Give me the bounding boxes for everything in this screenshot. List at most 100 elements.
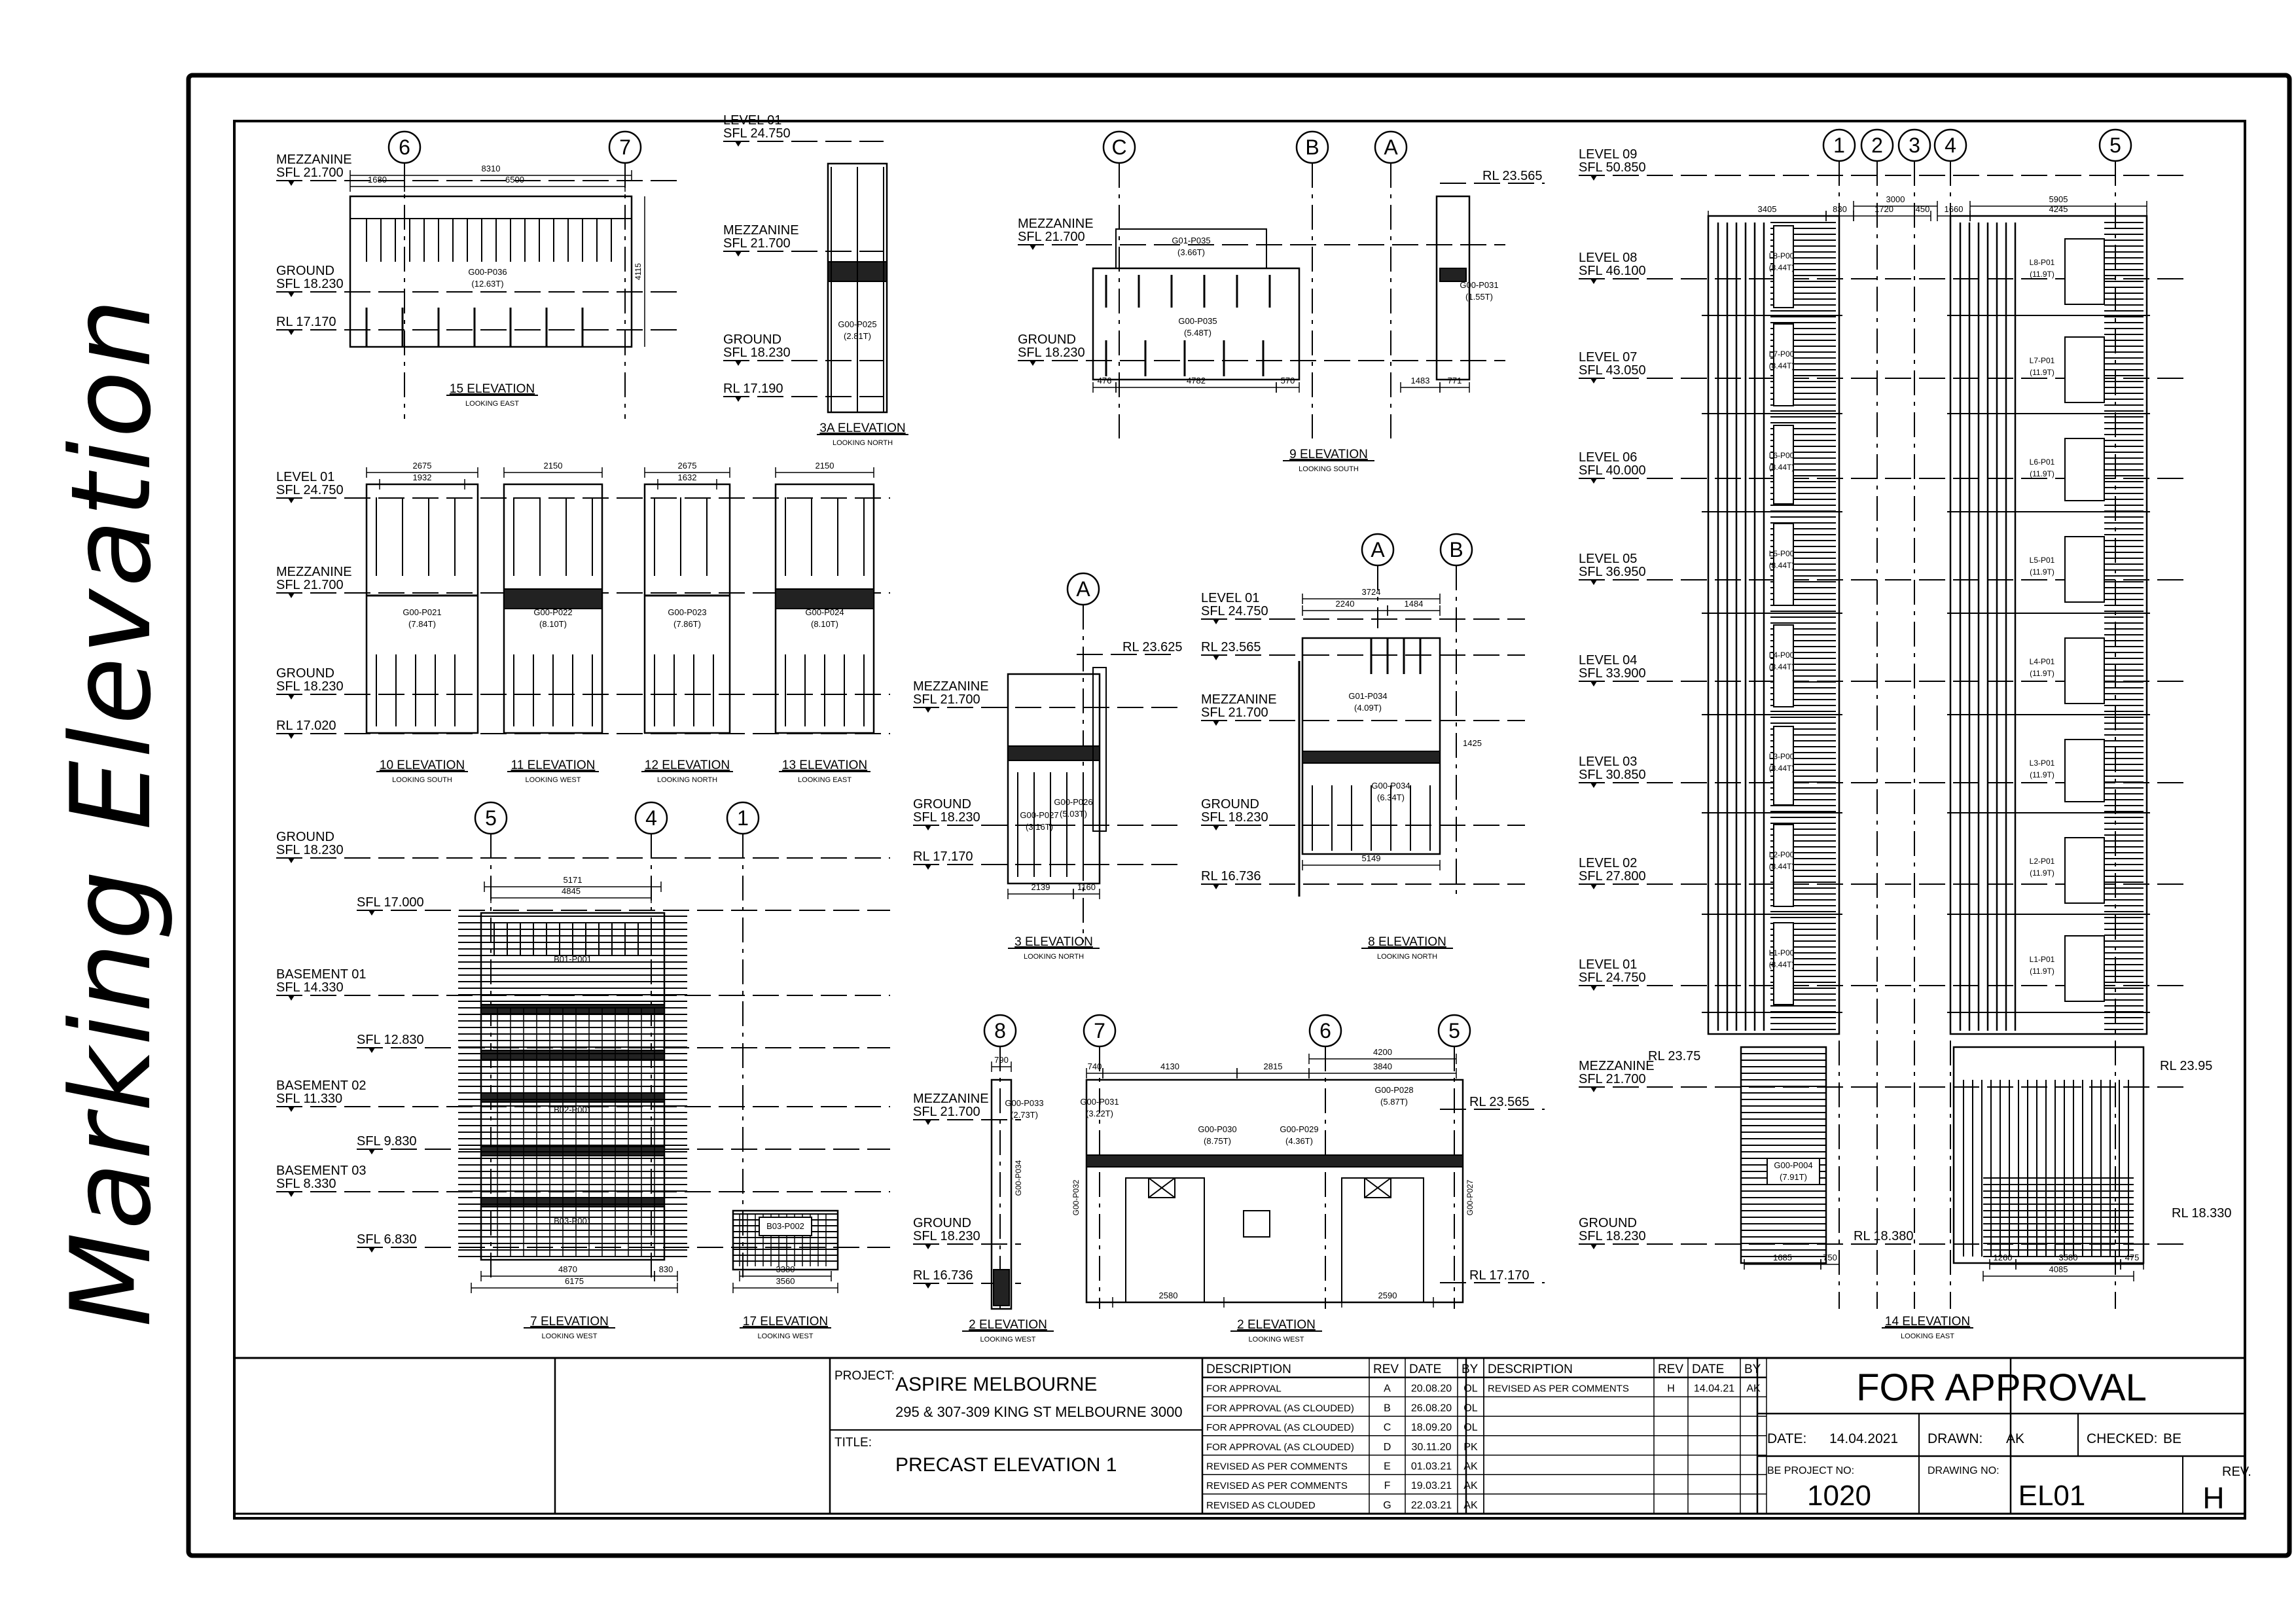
level-sfl: SFL 18.230 bbox=[913, 810, 980, 825]
label-mask bbox=[1773, 323, 1794, 406]
drawn-value: AK bbox=[2006, 1431, 2024, 1446]
grid-label: A bbox=[1371, 538, 1385, 562]
grid-label: 7 bbox=[619, 135, 631, 159]
rev-left-cell: 22.03.21 bbox=[1411, 1500, 1452, 1511]
rev-left-cell: G bbox=[1383, 1500, 1391, 1511]
level-name: GROUND bbox=[276, 830, 334, 844]
panel-cap bbox=[350, 196, 632, 219]
view-title-text: 12 ELEVATION bbox=[645, 758, 730, 772]
rl-label: RL 17.170 bbox=[1469, 1268, 1530, 1283]
level-sfl: RL 16.736 bbox=[1201, 869, 1261, 883]
level-triangle bbox=[288, 858, 295, 863]
view-title-text: 3 ELEVATION bbox=[1014, 935, 1093, 949]
dim-label: 2590 bbox=[1378, 1291, 1397, 1300]
grid-label: 5 bbox=[2109, 134, 2121, 157]
grid-bubble: 7 bbox=[1083, 1014, 1117, 1309]
panel-mark: G00-P031 bbox=[1080, 1097, 1119, 1107]
rev-left-header: BY bbox=[1462, 1363, 1479, 1376]
dim-label: 1720 bbox=[1874, 204, 1893, 214]
panel-weight: (12.63T) bbox=[471, 279, 503, 289]
grid-label: 4 bbox=[645, 806, 657, 830]
opening bbox=[1125, 1177, 1205, 1303]
panel-mark: L1-P00 bbox=[1769, 948, 1795, 957]
dim-label: 3000 bbox=[1886, 194, 1905, 204]
rev-left-cell: F bbox=[1384, 1480, 1391, 1491]
label-mask bbox=[1773, 523, 1794, 606]
level-name: MEZZANINE bbox=[913, 679, 989, 694]
level-marker: RL 17.020 bbox=[276, 719, 890, 739]
rev-left-cell: AK bbox=[1463, 1500, 1478, 1511]
dim-label: 3560 bbox=[776, 1276, 795, 1286]
level-triangle bbox=[925, 865, 931, 870]
level-sfl: SFL 18.230 bbox=[723, 346, 791, 360]
level-sfl: SFL 30.850 bbox=[1579, 768, 1646, 782]
grid-label: 4 bbox=[1945, 134, 1956, 157]
panel-base bbox=[993, 1269, 1010, 1306]
level-sfl: SFL 33.900 bbox=[1579, 666, 1646, 681]
grid-label: 1 bbox=[1833, 134, 1845, 157]
rev-right-header: REV bbox=[1658, 1363, 1683, 1376]
panel-mark: G00-P021 bbox=[403, 607, 441, 617]
panel-weight: (8.75T) bbox=[1204, 1136, 1231, 1146]
level-name: LEVEL 07 bbox=[1579, 350, 1637, 365]
label-mask bbox=[759, 1217, 812, 1236]
dim-label: 1483 bbox=[1411, 376, 1430, 385]
panel-mark: G00-P031 bbox=[1460, 280, 1498, 290]
level-triangle bbox=[288, 292, 295, 297]
panel-weight: (8.10T) bbox=[539, 619, 567, 629]
panel-outline bbox=[1092, 267, 1300, 381]
panel-weight: (8.44T) bbox=[1769, 361, 1795, 370]
level-triangle bbox=[1590, 681, 1597, 687]
panel-weight: (5.87T) bbox=[1380, 1097, 1408, 1107]
dim-label: 1660 bbox=[1945, 204, 1964, 214]
opening bbox=[2064, 536, 2105, 603]
level-sfl: SFL 18.230 bbox=[276, 679, 344, 694]
dim-label: 830 bbox=[1833, 204, 1847, 214]
rev-left-cell: 26.08.20 bbox=[1411, 1402, 1452, 1414]
panel-weight: (8.44T) bbox=[1769, 561, 1795, 570]
level-sfl: SFL 18.230 bbox=[1579, 1229, 1646, 1243]
panel-mark: G00-P029 bbox=[1280, 1124, 1318, 1134]
level-name: BASEMENT 01 bbox=[276, 967, 366, 982]
dim-label: 2580 bbox=[1159, 1291, 1178, 1300]
level-triangle bbox=[925, 707, 931, 713]
rev-left-cell: E bbox=[1384, 1461, 1391, 1472]
panel-weight: (7.91T) bbox=[1780, 1172, 1807, 1182]
dim-label: 3580 bbox=[2059, 1253, 2078, 1262]
level-name: BASEMENT 03 bbox=[276, 1164, 366, 1178]
project-no-value: 1020 bbox=[1807, 1480, 1871, 1512]
panel-mark: L6-P01 bbox=[2030, 457, 2055, 467]
rev-left-cell: PK bbox=[1463, 1442, 1478, 1453]
level-triangle bbox=[1213, 721, 1219, 726]
grid-label: 6 bbox=[399, 135, 410, 159]
rev-left-cell: OL bbox=[1463, 1422, 1477, 1433]
rev-right-cell: H bbox=[1667, 1383, 1675, 1395]
dim-label: 4130 bbox=[1160, 1061, 1179, 1071]
level-triangle bbox=[288, 1107, 295, 1112]
panel-mark: L4-P00 bbox=[1769, 651, 1795, 660]
level-name: GROUND bbox=[276, 264, 334, 278]
rev-left-cell: 19.03.21 bbox=[1411, 1480, 1452, 1491]
level-sfl: SFL 24.750 bbox=[1579, 971, 1646, 985]
level-triangle bbox=[735, 251, 742, 257]
panel-outline bbox=[990, 1079, 1013, 1310]
dim-label: 8310 bbox=[482, 164, 501, 173]
date-label: DATE: bbox=[1767, 1431, 1806, 1446]
panel-mark: G00-P023 bbox=[668, 607, 706, 617]
project-name: ASPIRE MELBOURNE bbox=[895, 1374, 1097, 1395]
panel-mark: B01-P001 bbox=[554, 954, 592, 964]
